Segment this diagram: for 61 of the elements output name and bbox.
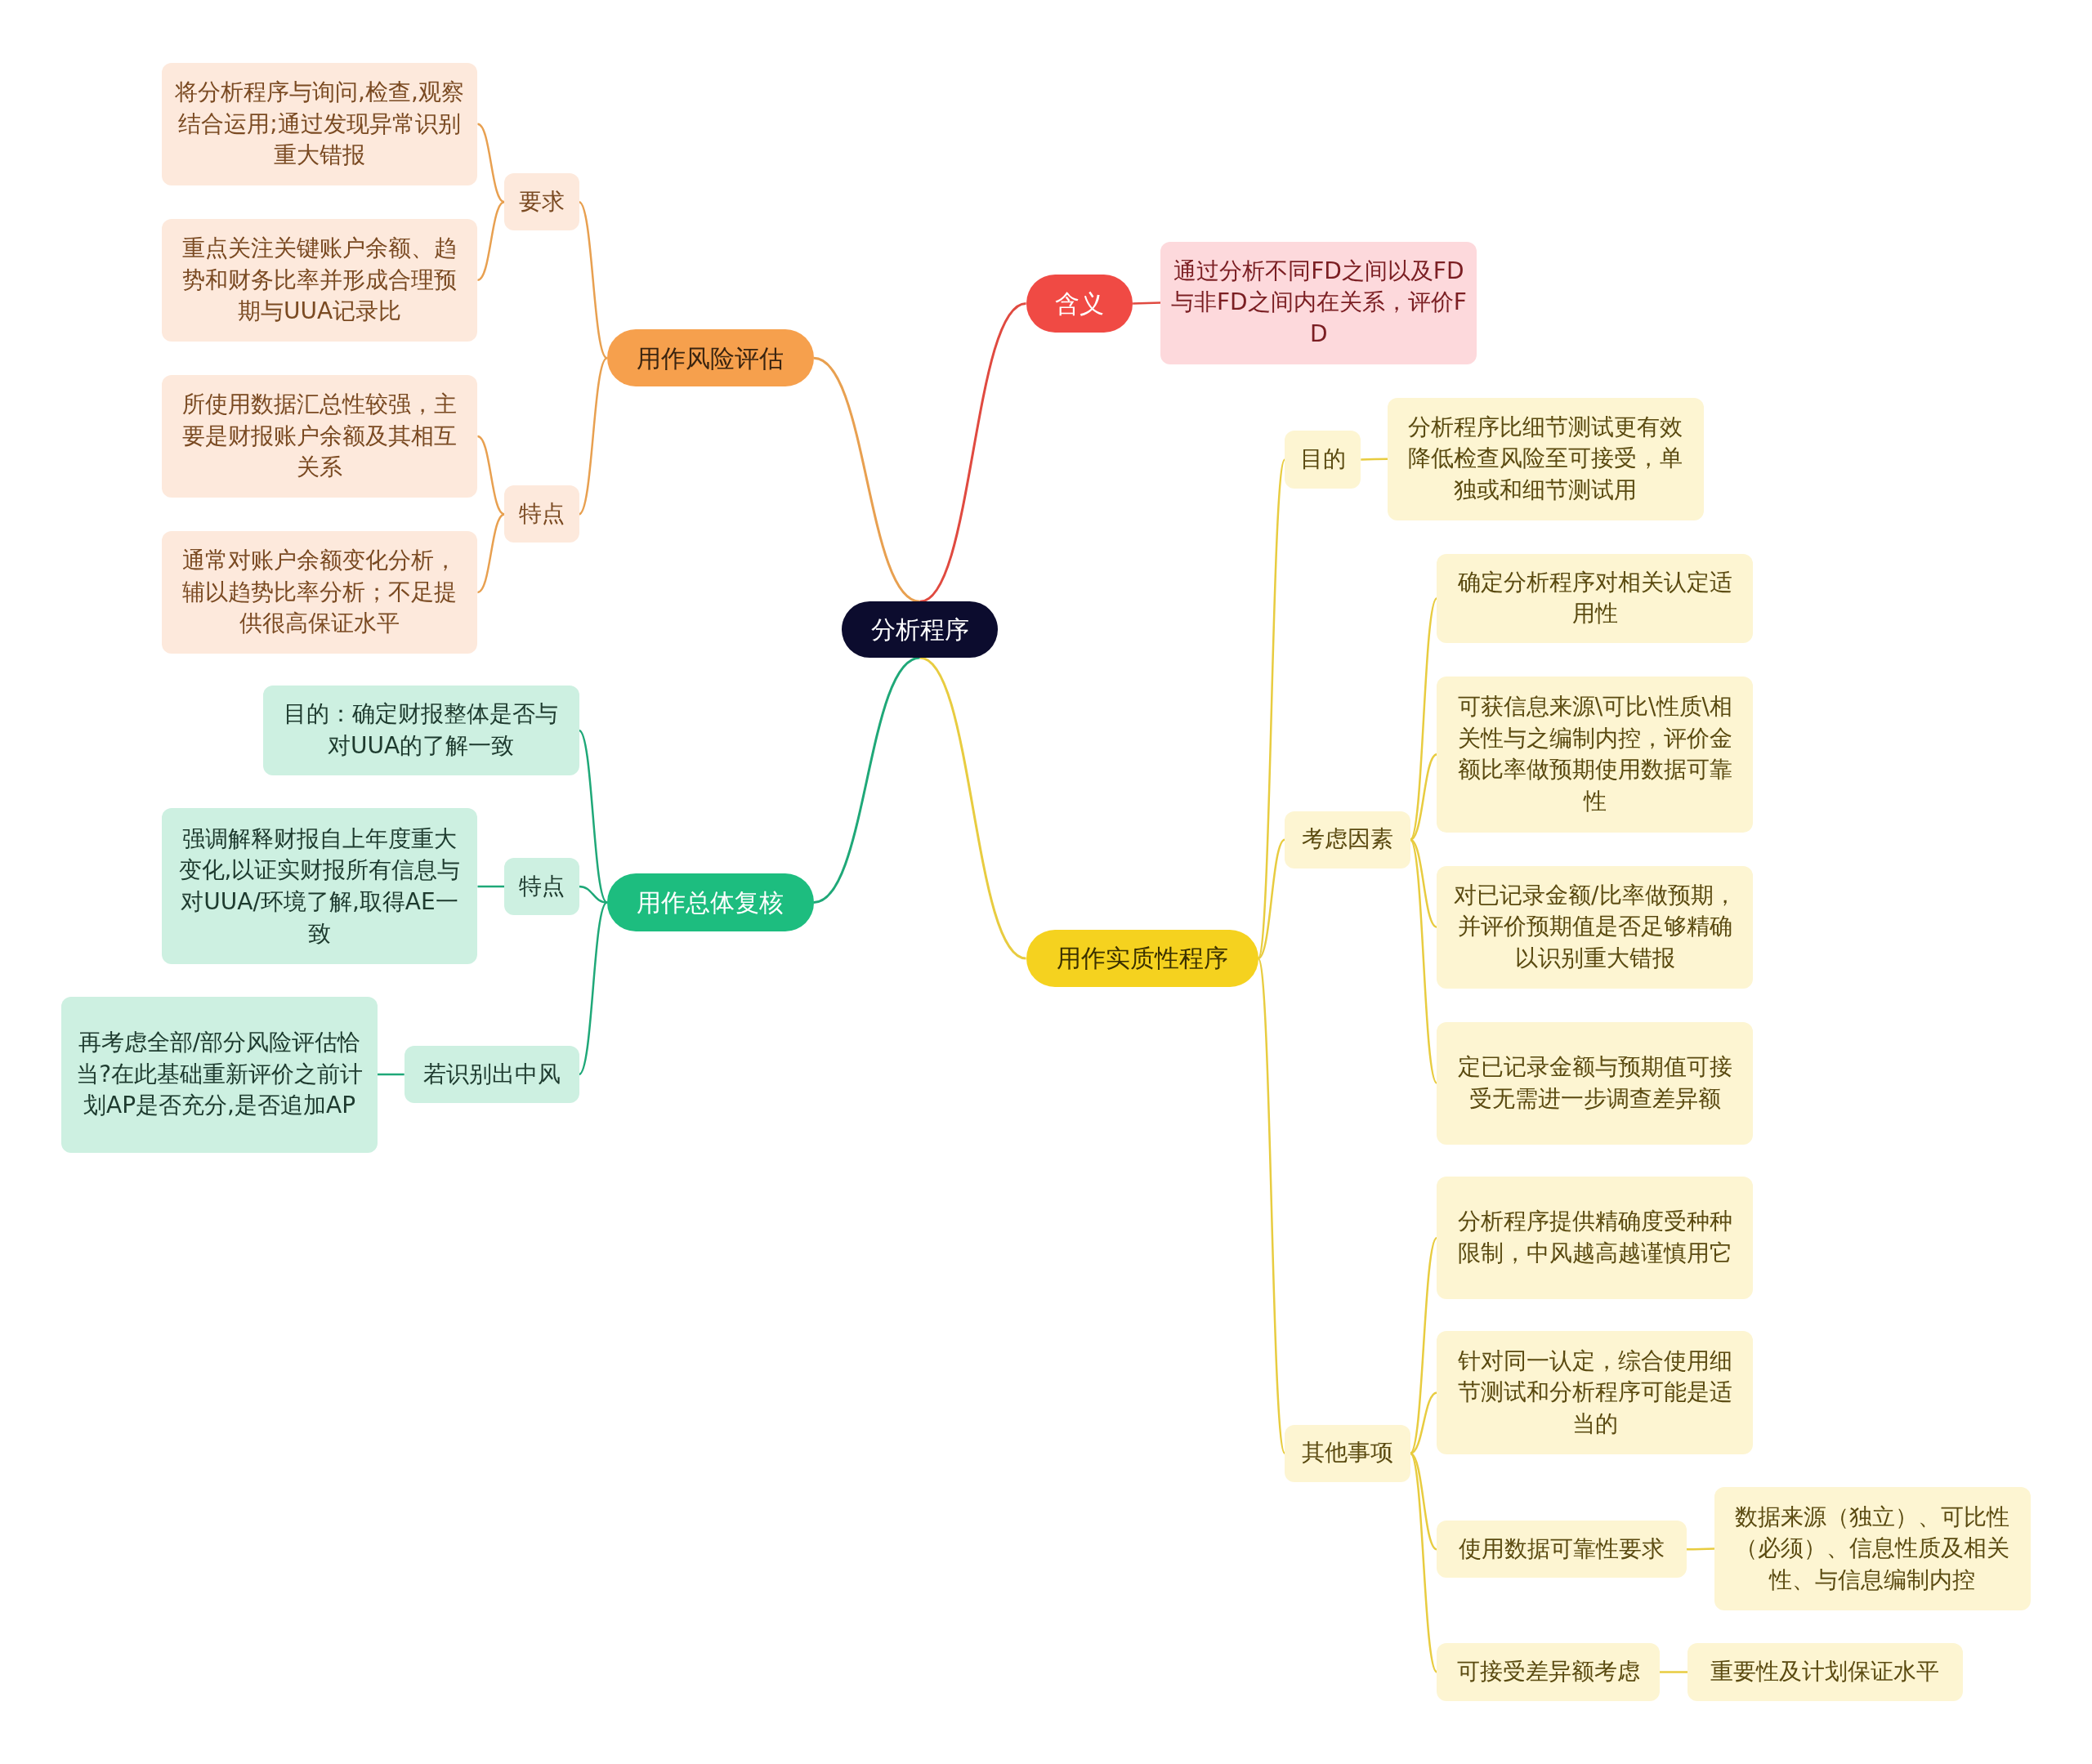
connector-line (1409, 839, 1438, 1084)
connector-line (1361, 458, 1388, 461)
connector-line (1409, 1453, 1438, 1673)
connector-line (1660, 1671, 1688, 1673)
central-topic: 分析程序 (842, 601, 999, 658)
subtopic-box: 考虑因素 (1285, 811, 1410, 869)
subtopic-box: 所使用数据汇总性较强，主要是财报账户余额及其相互关系 (161, 374, 478, 498)
subtopic-box: 重点关注关键账户余额、趋势和财务比率并形成合理预期与UUA记录比 (161, 218, 478, 342)
subtopic-box: 通过分析不同FD之间以及FD与非FD之间内在关系，评价FD (1160, 241, 1477, 364)
subtopic-box: 分析程序比细节测试更有效降低检查风险至可接受，单独或和细节测试用 (1387, 397, 1704, 520)
subtopic-box: 针对同一认定，综合使用细节测试和分析程序可能是适当的 (1437, 1331, 1754, 1454)
branch-topic: 用作实质性程序 (1026, 929, 1258, 988)
connector-line (476, 201, 505, 281)
connector-line (1409, 597, 1438, 841)
connector-line (1410, 1391, 1437, 1454)
subtopic-box: 确定分析程序对相关认定适用性 (1437, 553, 1754, 643)
subtopic-box: 数据来源（独立）、可比性（必须）、信息性质及相关性、与信息编制内控 (1714, 1487, 2031, 1610)
connector-line (1257, 838, 1285, 960)
connector-line (1133, 301, 1161, 305)
connector-line (578, 357, 608, 516)
subtopic-box: 可接受差异额考虑 (1437, 1643, 1660, 1701)
subtopic-box: 将分析程序与询问,检查,观察结合运用;通过发现异常识别重大错报 (161, 62, 478, 185)
connector-line (813, 656, 921, 904)
connector-line (476, 435, 505, 516)
connector-line (578, 901, 608, 1075)
branch-topic: 用作总体复核 (606, 873, 814, 931)
connector-line (578, 201, 608, 359)
connector-line (579, 885, 607, 904)
connector-line (1410, 838, 1437, 928)
subtopic-box: 若识别出中风 (404, 1046, 579, 1104)
subtopic-box: 目的 (1285, 431, 1361, 489)
subtopic-box: 要求 (504, 173, 579, 231)
connector-line (1409, 1237, 1438, 1454)
subtopic-box: 目的：确定财报整体是否与对UUA的了解一致 (262, 686, 579, 775)
subtopic-box: 重要性及计划保证水平 (1687, 1643, 1963, 1701)
subtopic-box: 特点 (504, 857, 579, 915)
connector-line (476, 123, 505, 203)
connector-line (813, 356, 921, 603)
subtopic-box: 特点 (504, 485, 579, 543)
connector-line (919, 656, 1027, 960)
connector-line (1410, 1452, 1438, 1551)
connector-line (1257, 459, 1286, 959)
subtopic-box: 强调解释财报自上年度重大变化,以证实财报所有信息与对UUA/环境了解,取得AE一致 (161, 808, 478, 965)
subtopic-box: 对已记录金额/比率做预期，并评价预期值是否足够精确以识别重大错报 (1437, 865, 1754, 989)
subtopic-box: 使用数据可靠性要求 (1437, 1521, 1687, 1579)
connector-line (1257, 958, 1286, 1454)
connector-line (476, 513, 505, 593)
subtopic-box: 通常对账户余额变化分析，辅以趋势比率分析；不足提供很高保证水平 (161, 530, 478, 654)
connector-line (477, 885, 505, 888)
connector-line (1410, 753, 1437, 841)
branch-topic: 用作风险评估 (606, 329, 814, 387)
subtopic-box: 其他事项 (1285, 1424, 1410, 1482)
subtopic-box: 定已记录金额与预期值可接受无需进一步调查差异额 (1437, 1021, 1754, 1145)
connector-line (1686, 1547, 1714, 1551)
subtopic-box: 可获信息来源\可比\性质\相关性与之编制内控，评价金额比率做预期使用数据可靠性 (1437, 676, 1754, 833)
subtopic-box: 再考虑全部/部分风险评估恰当?在此基础重新评价之前计划AP是否充分,是否追加AP (61, 996, 378, 1153)
connector-line (919, 302, 1027, 603)
subtopic-box: 分析程序提供精确度受种种限制，中风越高越谨慎用它 (1437, 1177, 1754, 1300)
connector-line (578, 730, 608, 904)
branch-topic: 含义 (1026, 275, 1133, 333)
connector-line (378, 1073, 405, 1076)
